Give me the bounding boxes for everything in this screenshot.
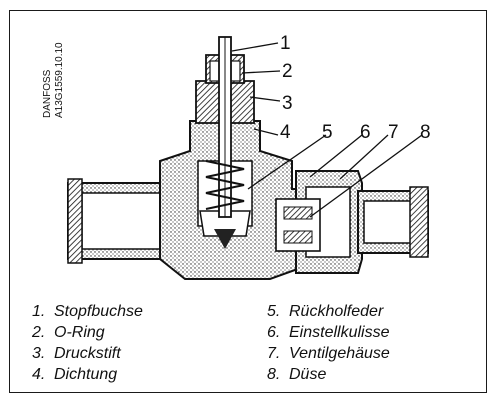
legend-item: 4.Dichtung xyxy=(32,366,118,383)
legend-item: 8.Düse xyxy=(267,366,327,383)
legend-item: 7.Ventilgehäuse xyxy=(267,345,390,362)
callout-5: 5 xyxy=(322,122,333,143)
legend-column-right: 5.Rückholfeder 6.Einstellkulisse 7.Venti… xyxy=(267,301,487,385)
product-code-line2: A13G1559.10.10 xyxy=(54,42,65,118)
bonnet xyxy=(195,54,255,124)
callout-2: 2 xyxy=(282,61,293,82)
callout-6: 6 xyxy=(360,122,371,143)
tailpiece xyxy=(357,186,429,258)
leader-lines xyxy=(231,42,423,218)
callout-3: 3 xyxy=(282,93,293,114)
legend-item: 1.Stopfbuchse xyxy=(32,303,143,320)
legend-item: 5.Rückholfeder xyxy=(267,303,384,320)
valve-cross-section-drawing: DANFOSS A13G1559.10.10 xyxy=(42,33,431,280)
callout-7: 7 xyxy=(388,122,399,143)
product-code-line1: DANFOSS xyxy=(42,69,53,118)
callout-1: 1 xyxy=(280,33,291,54)
legend-item: 2.O-Ring xyxy=(32,324,105,341)
return-spring xyxy=(205,160,245,210)
diagram-frame: DANFOSS A13G1559.10.10 xyxy=(9,10,487,393)
callout-4: 4 xyxy=(280,122,291,143)
union-nut xyxy=(275,170,363,274)
parts-legend: 1.Stopfbuchse 2.O-Ring 3.Druckstift 4.Di… xyxy=(22,301,482,391)
legend-item: 6.Einstellkulisse xyxy=(267,324,390,341)
legend-item: 3.Druckstift xyxy=(32,345,121,362)
legend-column-left: 1.Stopfbuchse 2.O-Ring 3.Druckstift 4.Di… xyxy=(32,301,252,385)
callout-8: 8 xyxy=(420,122,431,143)
